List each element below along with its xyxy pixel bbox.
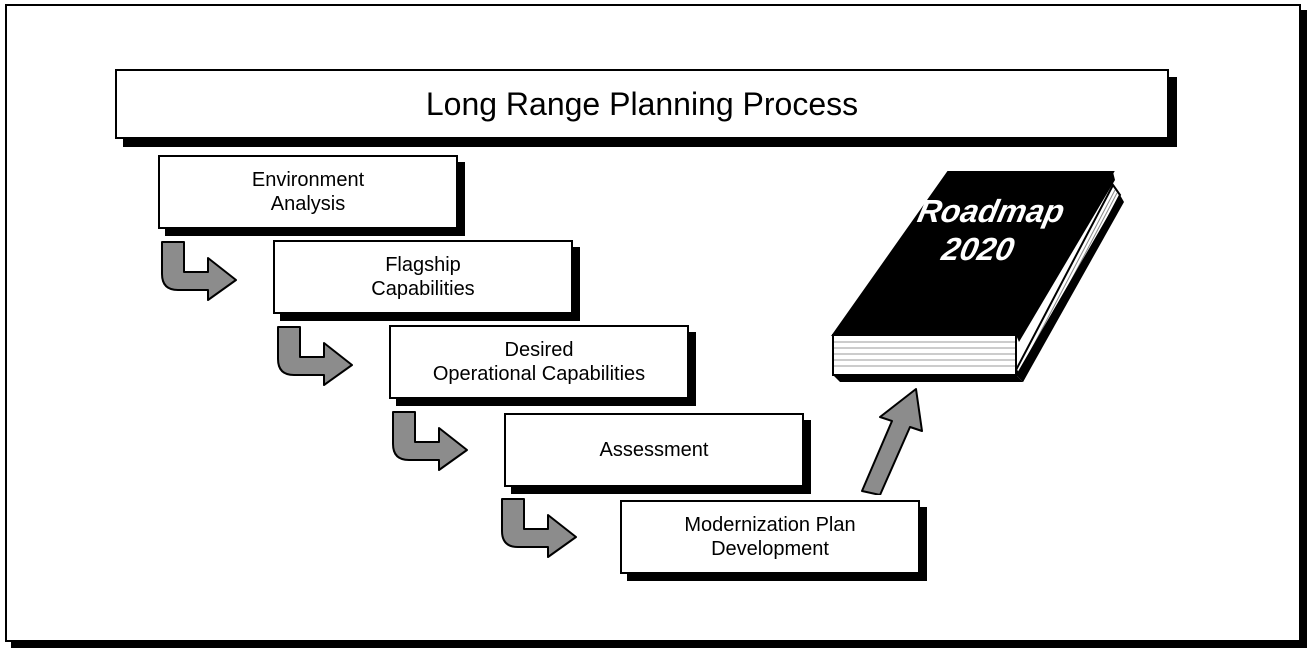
bent-arrow-icon	[392, 411, 468, 471]
book-title-line2: 2020	[938, 231, 1018, 267]
step-label-line1: Assessment	[599, 439, 709, 461]
step-label-line2: Analysis	[270, 193, 346, 215]
step-flagship-capabilities: Flagship Capabilities	[273, 240, 573, 314]
step-environment-analysis: Environment Analysis	[158, 155, 458, 229]
step-desired-operational-capabilities: Desired Operational Capabilities	[389, 325, 689, 399]
step-label-line2: Development	[711, 538, 829, 560]
step-modernization-plan-development: Modernization Plan Development	[620, 500, 920, 574]
bent-arrow-icon	[161, 241, 237, 301]
up-arrow-icon	[861, 388, 923, 495]
step-label-line1: Modernization Plan	[684, 514, 856, 536]
roadmap-book-icon: Roadmap 2020	[831, 171, 1124, 382]
step-label-line1: Desired	[504, 339, 574, 361]
step-assessment: Assessment	[504, 413, 804, 487]
bent-arrow-icon	[501, 498, 577, 558]
step-label-line2: Capabilities	[371, 278, 475, 300]
step-label-line2: Operational Capabilities	[432, 363, 646, 385]
step-label-line1: Environment	[251, 169, 365, 191]
diagram-title: Long Range Planning Process	[425, 85, 859, 122]
bent-arrow-icon	[277, 326, 353, 386]
step-label-line1: Flagship	[385, 254, 461, 276]
title-box: Long Range Planning Process	[115, 69, 1169, 139]
book-title-line1: Roadmap	[915, 193, 1068, 229]
